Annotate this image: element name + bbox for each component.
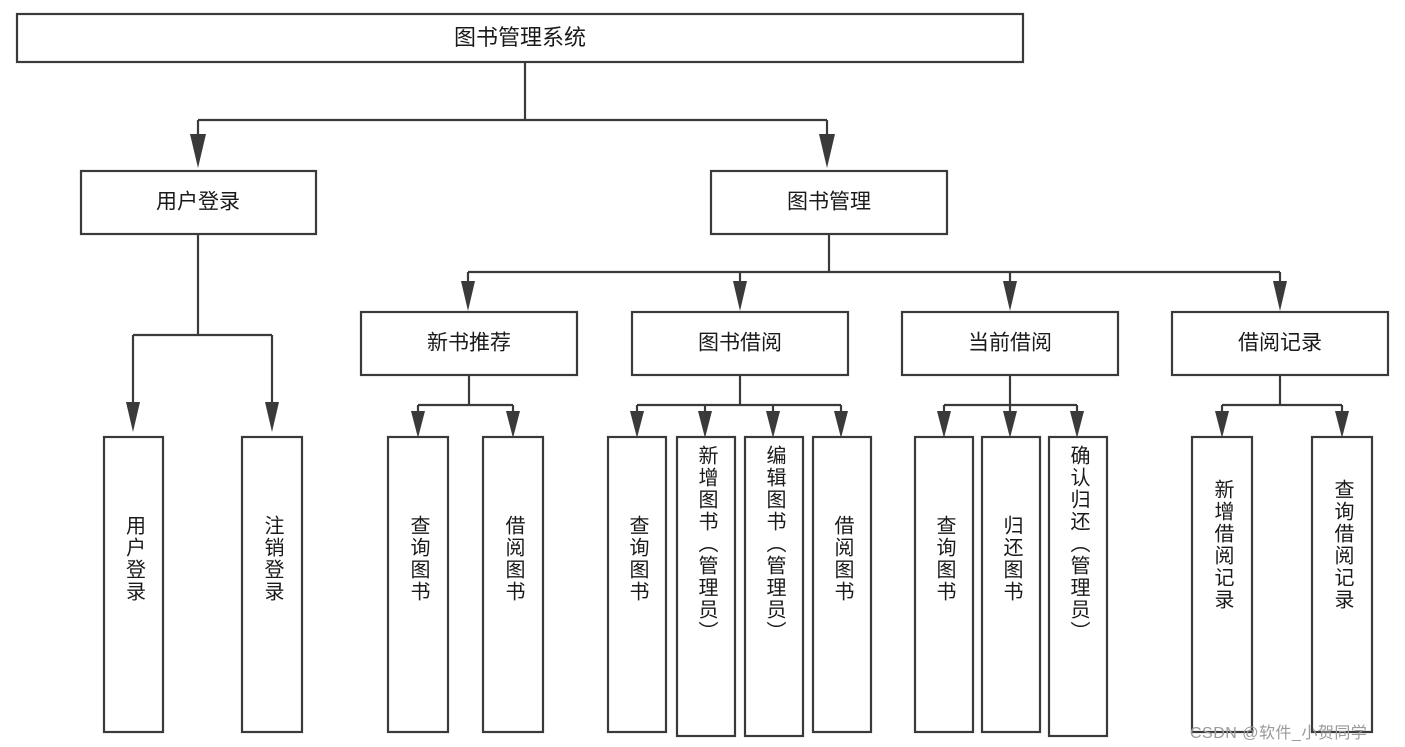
leaf-box-return-book[interactable] <box>980 435 1042 734</box>
arrow-head-icon <box>937 411 951 438</box>
node-borrow-record-box[interactable] <box>1170 310 1390 377</box>
connector-root-to-level1 <box>190 62 835 168</box>
leaf-box-query-book-3[interactable] <box>913 435 975 734</box>
node-book-borrow[interactable]: 图书借阅 <box>630 310 850 377</box>
leaf-box-confirm-return-admin[interactable] <box>1047 435 1109 738</box>
arrow-head-icon <box>819 134 835 168</box>
leaf-box-logout[interactable] <box>240 435 304 734</box>
node-user-login[interactable]: 用户登录 <box>79 169 318 236</box>
leaf-box-add-book-admin[interactable] <box>675 435 737 738</box>
node-user-login-label: 用户登录 <box>156 191 240 214</box>
node-book-management-label: 图书管理 <box>787 191 871 214</box>
arrow-head-icon <box>1003 411 1017 438</box>
node-book-borrow-box[interactable] <box>630 310 850 377</box>
arrow-head-icon <box>126 402 140 432</box>
node-book-management-box[interactable] <box>709 169 949 236</box>
leaf-box-borrow-book-2[interactable] <box>811 435 873 734</box>
leaf-box-edit-book-admin[interactable] <box>743 435 805 738</box>
leaf-box-borrow-book-1[interactable] <box>481 435 545 734</box>
arrow-head-icon <box>733 281 747 311</box>
node-book-borrow-label: 图书借阅 <box>698 332 782 355</box>
arrow-head-icon <box>1273 281 1287 311</box>
connector-new-book-recommend-to-leaves <box>411 375 520 438</box>
node-root[interactable]: 图书管理系统 <box>15 12 1025 64</box>
leaf-box-user-login[interactable] <box>102 435 165 734</box>
node-borrow-record[interactable]: 借阅记录 <box>1170 310 1390 377</box>
arrow-head-icon <box>265 402 279 432</box>
arrow-head-icon <box>630 411 644 438</box>
arrow-head-icon <box>1070 411 1084 438</box>
arrow-head-icon <box>411 411 425 438</box>
csdn-watermark: CSDN @软件_小贺同学 <box>1190 725 1368 742</box>
node-new-book-recommend-box[interactable] <box>359 310 579 377</box>
connector-user-login-to-leaves <box>126 234 279 432</box>
arrow-head-icon <box>1003 281 1017 311</box>
node-root-box[interactable] <box>15 12 1025 64</box>
arrow-head-icon <box>834 411 848 438</box>
node-current-borrow-box[interactable] <box>900 310 1120 377</box>
connector-borrow-record-to-leaves <box>1215 375 1349 438</box>
connector-book-borrow-to-leaves <box>630 375 848 438</box>
arrow-head-icon <box>698 411 712 438</box>
node-current-borrow[interactable]: 当前借阅 <box>900 310 1120 377</box>
arrow-head-icon <box>1215 411 1229 438</box>
node-root-label: 图书管理系统 <box>454 25 586 50</box>
leaf-box-query-book-1[interactable] <box>386 435 450 734</box>
arrow-head-icon <box>461 281 475 311</box>
arrow-head-icon <box>506 411 520 438</box>
node-current-borrow-label: 当前借阅 <box>968 332 1052 355</box>
leaf-box-add-borrow-record[interactable] <box>1190 435 1254 734</box>
arrow-head-icon <box>1335 411 1349 438</box>
arrow-head-icon <box>190 134 206 168</box>
connector-book-management-to-level2 <box>461 234 1287 311</box>
node-borrow-record-label: 借阅记录 <box>1238 332 1322 355</box>
node-book-management[interactable]: 图书管理 <box>709 169 949 236</box>
leaf-box-query-borrow-record[interactable] <box>1310 435 1374 734</box>
arrow-head-icon <box>766 411 780 438</box>
connector-current-borrow-to-leaves <box>937 375 1084 438</box>
node-new-book-recommend[interactable]: 新书推荐 <box>359 310 579 377</box>
leaf-box-query-book-2[interactable] <box>606 435 668 734</box>
node-new-book-recommend-label: 新书推荐 <box>427 332 511 355</box>
